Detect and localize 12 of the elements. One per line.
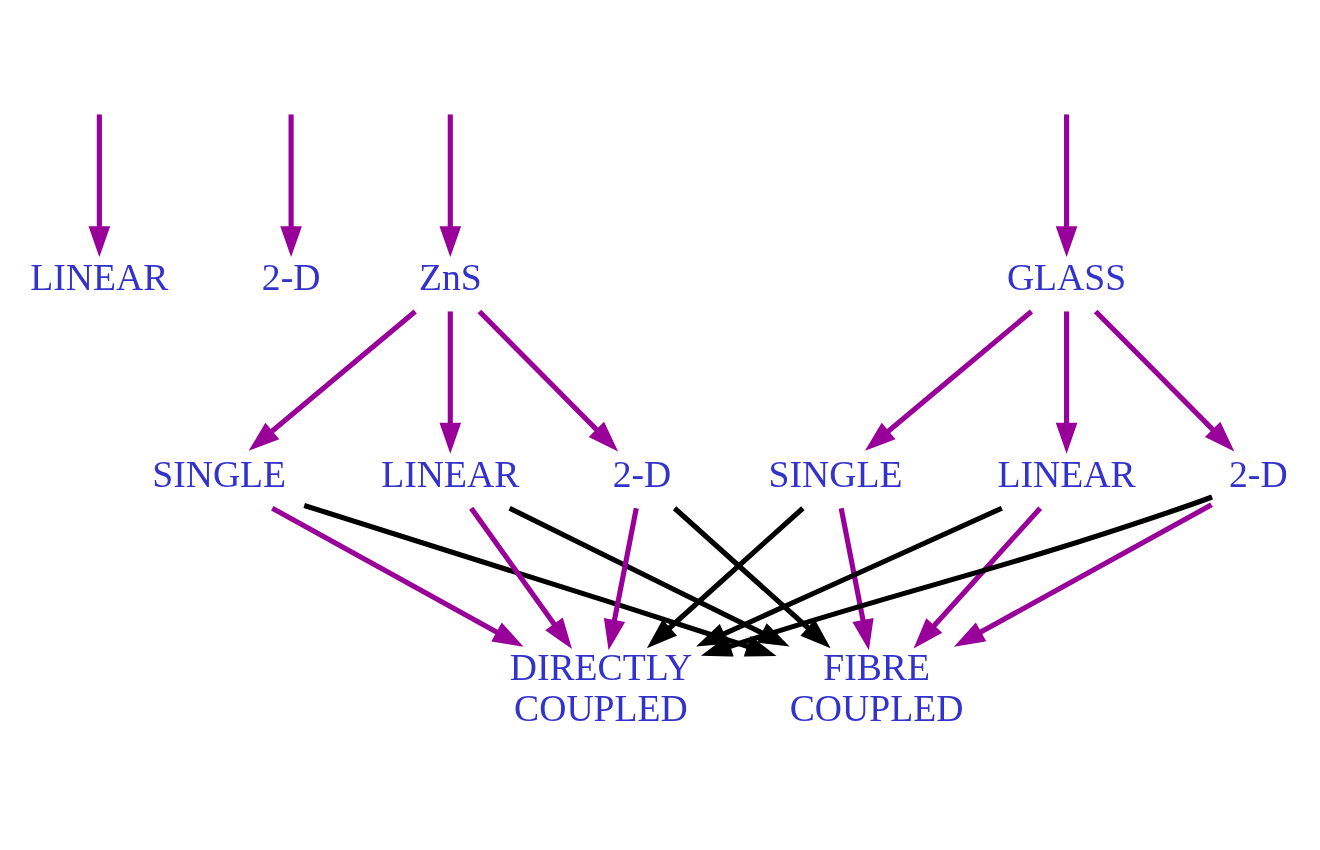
node-text: 2-D: [1229, 452, 1288, 495]
node-text: SINGLE: [152, 452, 287, 495]
node-text: FIBRE COUPLED: [789, 645, 964, 729]
node-text: SINGLE: [768, 452, 903, 495]
node-text: LINEAR: [997, 452, 1136, 495]
node-text: DIRECTLY COUPLED: [509, 645, 693, 729]
node-text: LINEAR: [381, 452, 520, 495]
node-text: GLASS: [1006, 255, 1127, 298]
node-text: 2-D: [612, 452, 672, 495]
node-text: LINEAR: [30, 255, 169, 298]
node-text: ZnS: [418, 255, 482, 298]
node-text: 2-D: [261, 255, 321, 298]
